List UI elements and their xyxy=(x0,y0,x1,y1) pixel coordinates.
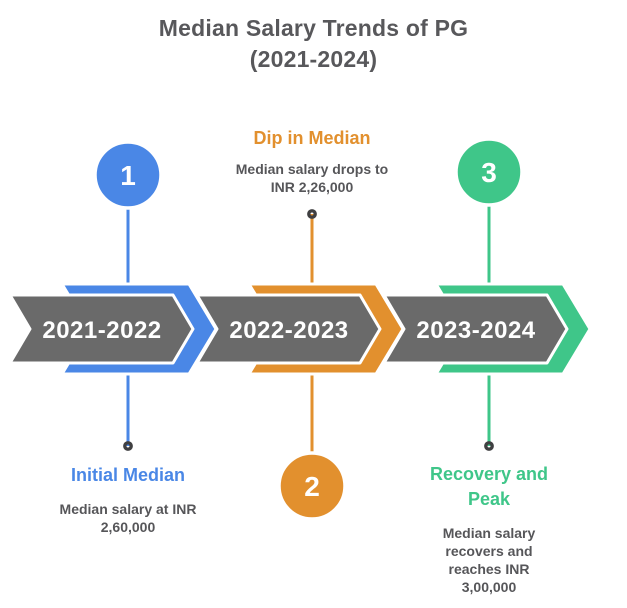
callout-desc-wrap-step-3: Median salary recovers and reaches INR 3… xyxy=(430,524,548,596)
year-label-3: 2023-2024 xyxy=(416,317,535,344)
year-chevron-2023-2024 xyxy=(382,293,569,365)
callout-step-1: Initial Median xyxy=(28,464,228,486)
connector-dot-1 xyxy=(123,441,133,451)
year-chevron-2022-2023 xyxy=(195,293,382,365)
page-title: Median Salary Trends of PG (2021-2024) xyxy=(0,13,627,75)
callout-step-3: Recovery and Peak xyxy=(414,462,564,512)
step-number-2: 2 xyxy=(304,471,320,502)
callout-heading-step-3: Recovery and Peak xyxy=(429,464,549,509)
page-title-line1: Median Salary Trends of PG xyxy=(158,15,469,41)
step-number-1: 1 xyxy=(120,160,136,191)
year-label-2: 2022-2023 xyxy=(229,317,348,344)
callout-heading-step-1: Initial Median xyxy=(70,465,185,485)
step-number-3: 3 xyxy=(481,157,497,188)
callout-description-step-2: Median salary drops to INR 2,26,000 xyxy=(235,161,389,195)
callout-desc-wrap-step-2: Median salary drops to INR 2,26,000 xyxy=(233,160,391,196)
step-marker-3 xyxy=(454,137,524,207)
connector-dot-3 xyxy=(484,441,494,451)
callout-desc-wrap-step-1: Median salary at INR 2,60,000 xyxy=(44,500,212,536)
callout-step-2: Dip in Median xyxy=(212,127,412,149)
callout-description-step-3: Median salary recovers and reaches INR 3… xyxy=(442,525,536,595)
year-label-1: 2021-2022 xyxy=(42,317,161,344)
page-title-line2: (2021-2024) xyxy=(249,46,378,72)
connector-dot-2 xyxy=(307,209,317,219)
callout-description-step-1: Median salary at INR 2,60,000 xyxy=(59,501,197,535)
step-marker-2 xyxy=(277,451,347,521)
step-marker-1 xyxy=(93,140,163,210)
callout-heading-step-2: Dip in Median xyxy=(253,128,371,148)
year-chevron-2021-2022 xyxy=(8,293,195,365)
